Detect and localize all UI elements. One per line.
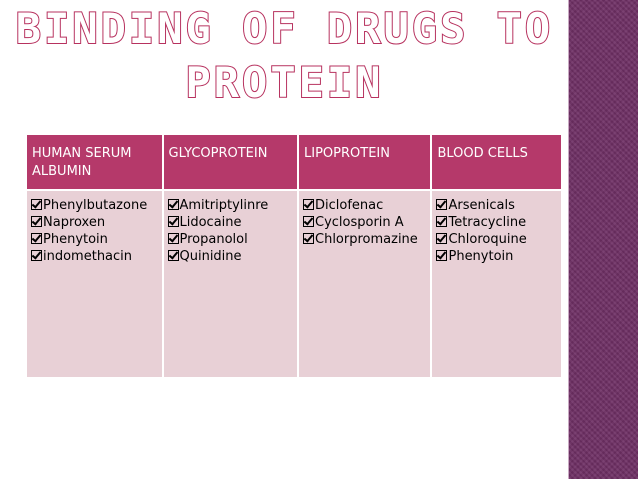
list-item: Lidocaine [167, 214, 294, 231]
drug-name: Chlorpromazine [315, 232, 418, 247]
check-box-icon [303, 216, 314, 227]
cell-glycoprotein: Amitriptylinre Lidocaine Propanolol Quin… [163, 191, 297, 377]
header-lipoprotein: LIPOPROTEIN [299, 135, 431, 189]
check-box-icon [167, 250, 179, 261]
decorative-side-bar [569, 0, 638, 479]
check-box-icon [31, 216, 42, 227]
drug-name: Phenytoin [43, 232, 108, 247]
check-box-icon [167, 233, 179, 244]
drug-name: Propanolol [179, 232, 248, 247]
drug-binding-table: HUMAN SERUM ALBUMIN GLYCOPROTEIN LIPOPRO… [25, 133, 563, 379]
check-box-icon [436, 216, 448, 227]
check-box-icon [303, 199, 314, 210]
list-item: Naproxen [31, 214, 158, 231]
cell-lipoprotein: Diclofenac Cyclosporin A Chlorpromazine [299, 191, 431, 377]
drug-name: indomethacin [43, 249, 133, 264]
check-box-icon [436, 199, 448, 210]
cell-human-serum-albumin: Phenylbutazone Naproxen Phenytoin indome… [27, 191, 162, 377]
check-box-icon [31, 250, 42, 261]
header-human-serum-albumin: HUMAN SERUM ALBUMIN [27, 135, 162, 189]
header-glycoprotein: GLYCOPROTEIN [163, 135, 297, 189]
header-blood-cells: BLOOD CELLS [432, 135, 561, 189]
list-item: Chlorpromazine [303, 231, 426, 248]
drug-name: Tetracycline [448, 215, 527, 230]
check-box-icon [167, 216, 179, 227]
list-item: Diclofenac [303, 197, 426, 214]
check-box-icon [436, 250, 448, 261]
list-item: Quinidine [167, 248, 294, 265]
drug-name: Diclofenac [315, 198, 384, 213]
drug-name: Phenylbutazone [43, 198, 148, 213]
drug-name: Cyclosporin A [315, 215, 404, 230]
list-item: indomethacin [31, 248, 158, 265]
check-box-icon [436, 233, 448, 244]
list-item: Tetracycline [436, 214, 557, 231]
table-header-row: HUMAN SERUM ALBUMIN GLYCOPROTEIN LIPOPRO… [27, 135, 561, 189]
table-row: Phenylbutazone Naproxen Phenytoin indome… [27, 191, 561, 377]
drug-name: Lidocaine [179, 215, 242, 230]
cell-blood-cells: Arsenicals Tetracycline Chloroquine Phen… [432, 191, 561, 377]
check-box-icon [31, 199, 42, 210]
check-box-icon [303, 233, 314, 244]
drug-name: Naproxen [43, 215, 106, 230]
list-item: Cyclosporin A [303, 214, 426, 231]
list-item: Phenytoin [31, 231, 158, 248]
check-box-icon [167, 199, 179, 210]
list-item: Chloroquine [436, 231, 557, 248]
list-item: Amitriptylinre [167, 197, 294, 214]
list-item: Phenytoin [436, 248, 557, 265]
slide-title-line-2: PROTEIN [184, 57, 384, 108]
drug-name: Phenytoin [448, 249, 514, 264]
slide-title-line-1: BINDING OF DRUGS TO [15, 3, 554, 54]
side-bar-edge [568, 0, 569, 479]
list-item: Phenylbutazone [31, 197, 158, 214]
drug-name: Quinidine [179, 249, 242, 264]
list-item: Arsenicals [436, 197, 557, 214]
drug-name: Arsenicals [448, 198, 515, 213]
drug-name: Amitriptylinre [179, 198, 269, 213]
slide-title: BINDING OF DRUGS TO PROTEIN [0, 2, 569, 110]
drug-name: Chloroquine [448, 232, 527, 247]
list-item: Propanolol [167, 231, 294, 248]
check-box-icon [31, 233, 42, 244]
